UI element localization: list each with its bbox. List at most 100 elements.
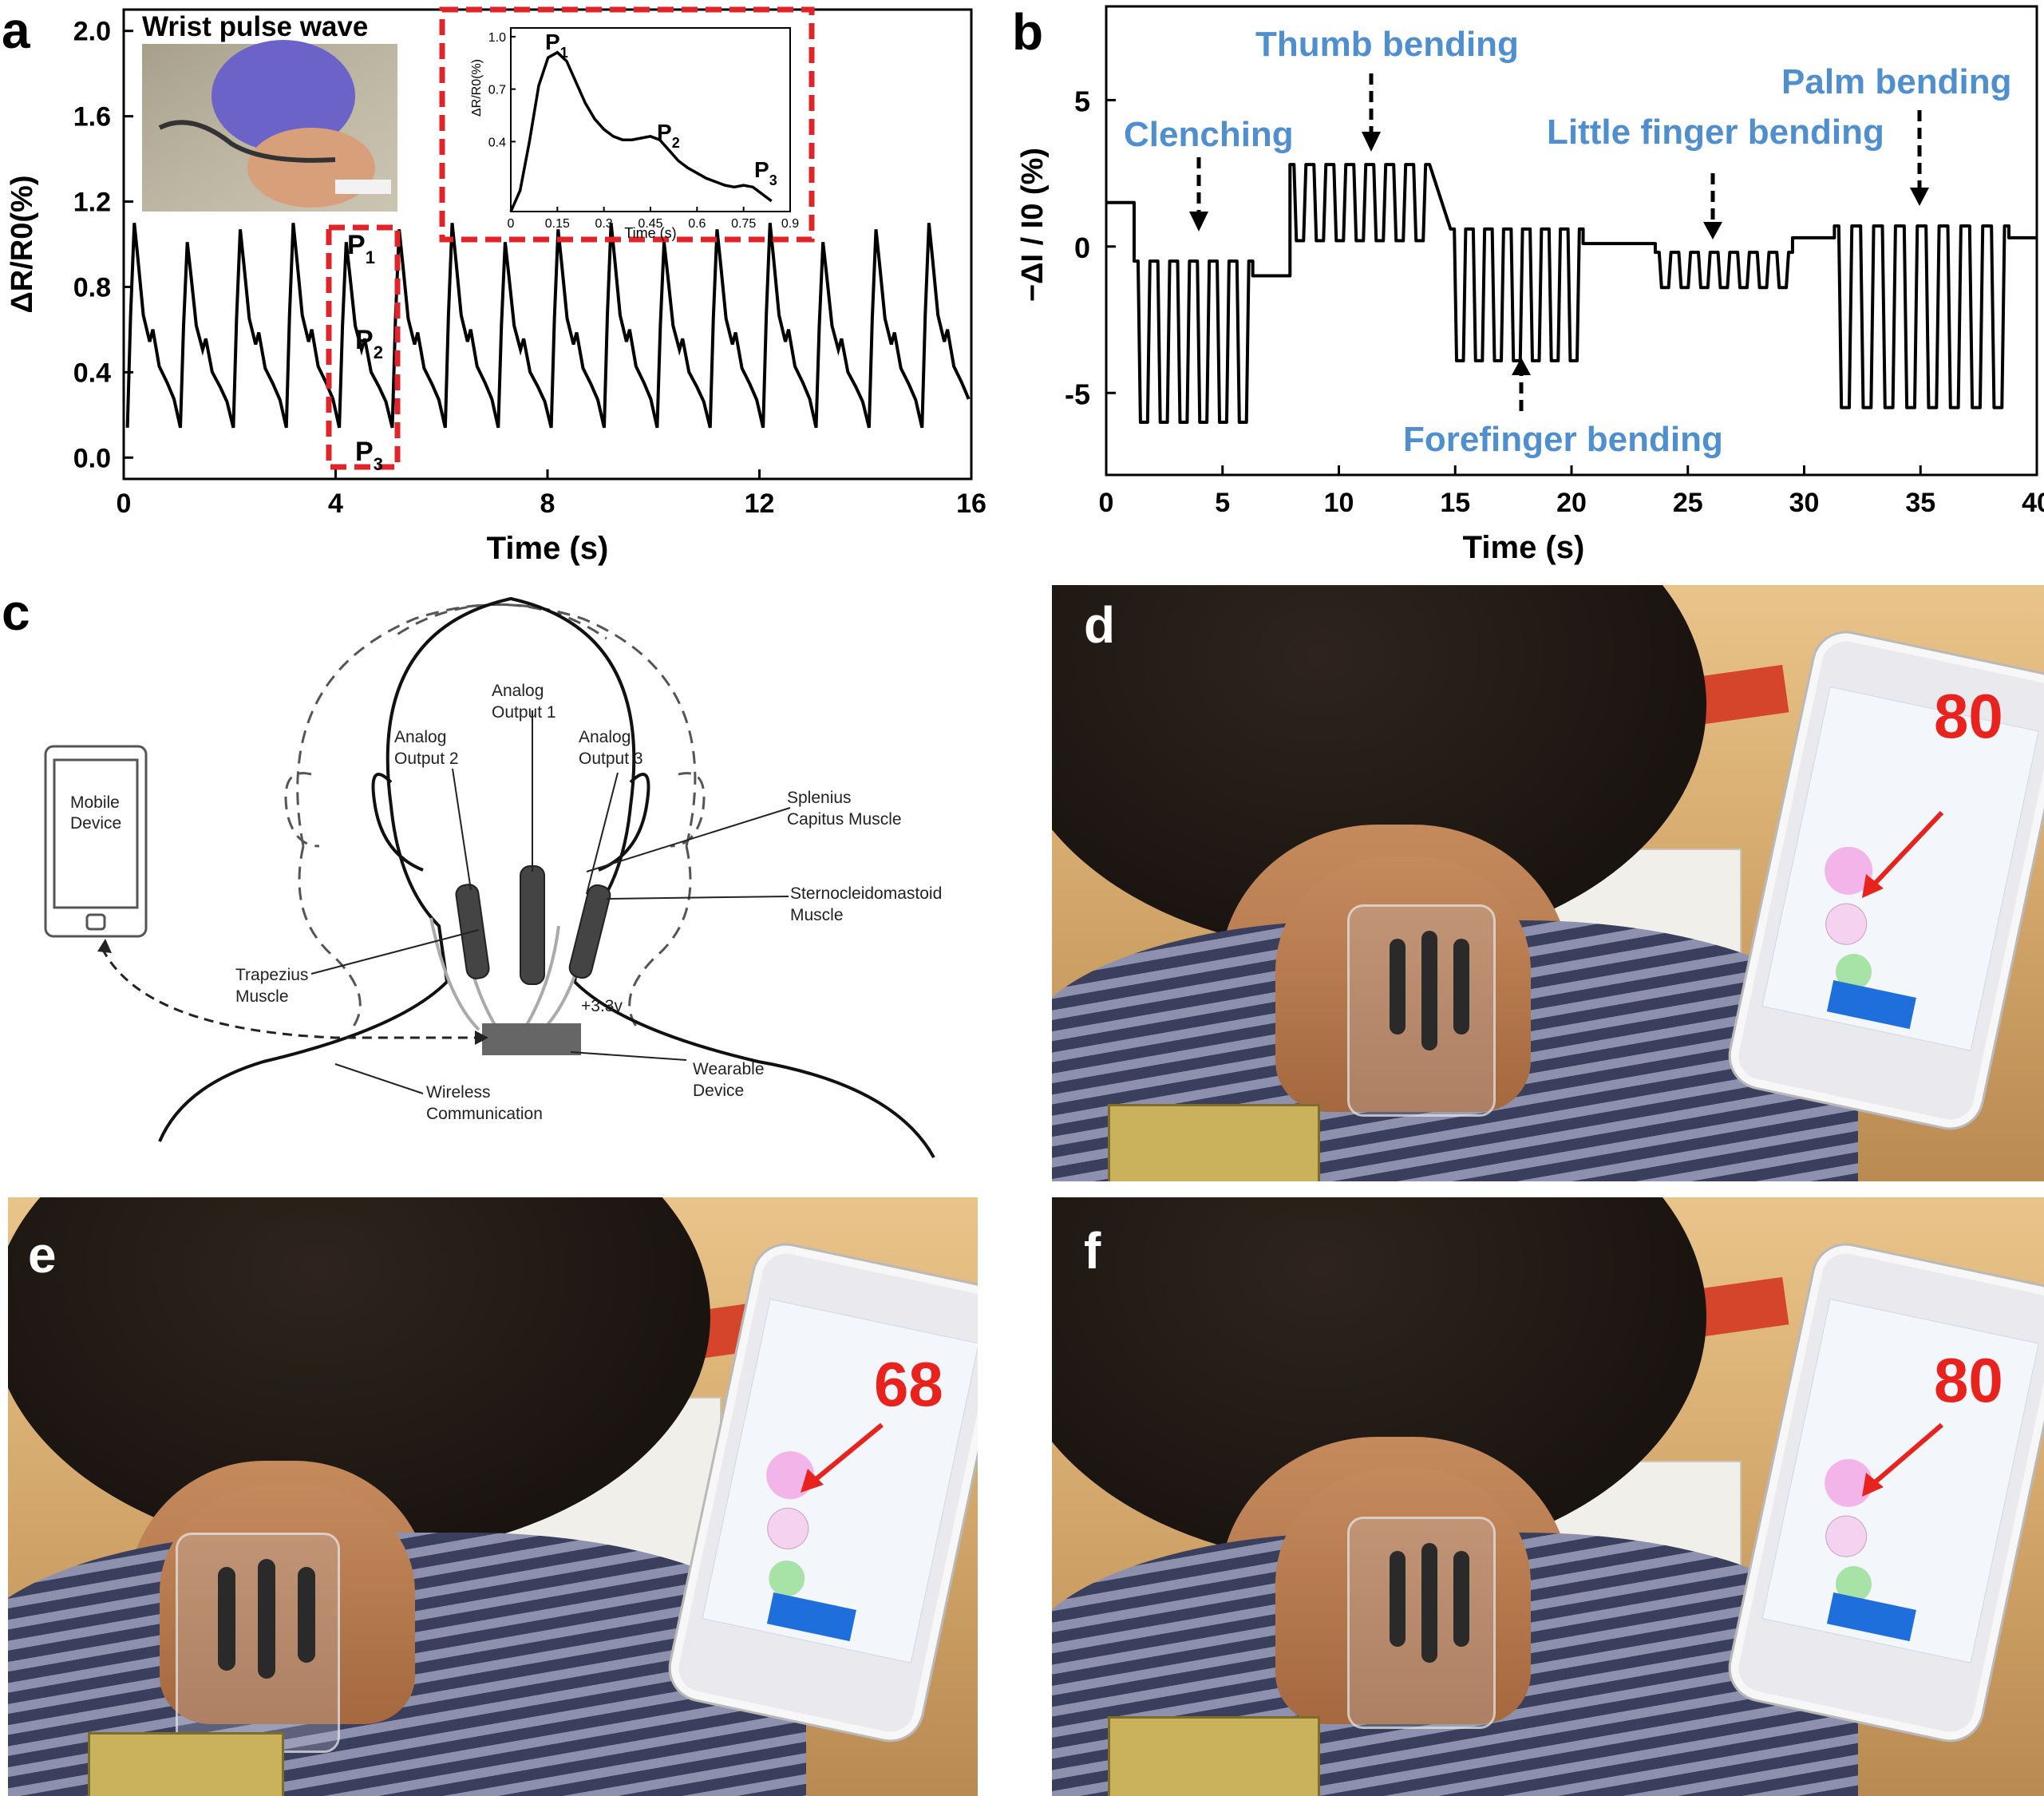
inset-x-axis-label: Time (s) (624, 225, 676, 241)
photo-f-number: 80 (1934, 1345, 2003, 1415)
x-tick-label: 12 (745, 489, 775, 519)
photo-e-number: 68 (874, 1349, 943, 1419)
y-tick-label: 2.0 (73, 17, 111, 47)
photo-f-arrow (1862, 1422, 1943, 1497)
annotation-little-finger: Little finger bending (1547, 113, 1884, 152)
inset-x-tick-label: 0 (508, 217, 515, 231)
highlight-box (326, 224, 401, 470)
label-line: Wireless (426, 1083, 491, 1102)
label-line: Capitus Muscle (787, 810, 902, 829)
annotation-arrows (1189, 73, 1929, 411)
label-line: Muscle (790, 906, 844, 924)
panel-a-title: Wrist pulse wave (142, 11, 368, 42)
label-line: Device (693, 1082, 744, 1100)
chart-a-line (125, 223, 971, 429)
x-tick-label: 40 (2022, 488, 2044, 518)
label-line: Splenius (787, 789, 852, 807)
y-axis-label: ΔR/R0(%) (6, 176, 39, 314)
photo-d-arrow (1862, 810, 1944, 898)
x-tick-label: 4 (328, 489, 343, 519)
mobile-device-icon (44, 745, 148, 938)
label-line: Wearable (693, 1060, 765, 1078)
x-tick-label: 35 (1905, 488, 1935, 518)
x-tick-label: 15 (1440, 488, 1470, 518)
annotation-clenching: Clenching (1124, 115, 1294, 154)
inset-x-tick-label: 0.15 (545, 217, 570, 231)
y-tick-label: 0.4 (73, 358, 111, 388)
x-tick-label: 0 (117, 489, 132, 519)
photo-e: e 68 (8, 1197, 978, 1796)
inset-highlight-box (439, 6, 815, 243)
label-line: Trapezius (235, 966, 308, 984)
label-line: Communication (426, 1105, 543, 1123)
y-tick-label: 0.0 (73, 443, 111, 473)
y-tick-label: 5 (1074, 85, 1090, 117)
label-line: Output 2 (394, 750, 459, 768)
inset-y-tick-label: 0.4 (488, 136, 506, 149)
inset-x-tick-label: 0.3 (595, 217, 613, 231)
panel-label-e: e (28, 1226, 57, 1284)
inset-peak-label-p3: P3 (754, 157, 777, 188)
inset-y-axis-label: ΔR/R0(%) (470, 59, 484, 117)
annotation-palm: Palm bending (1781, 62, 2011, 101)
inset-x-tick-label: 0.6 (688, 217, 706, 231)
peak-label-p3: P3 (355, 437, 383, 474)
photo-e-arrow (801, 1422, 884, 1493)
inset-y-tick-label: 1.0 (488, 31, 506, 45)
x-tick-label: 16 (956, 489, 986, 519)
label-line: Sternocleidomastoid (790, 884, 942, 903)
wrist-sensor-photo (142, 40, 397, 212)
x-tick-label: 25 (1673, 488, 1703, 518)
chart-b-line (1106, 163, 2037, 424)
panel-label-d: d (1084, 596, 1116, 654)
peak-label-p2: P2 (355, 325, 383, 362)
label-line: Analog (492, 682, 544, 700)
photo-f: f 80 (1052, 1197, 2044, 1796)
annotation-thumb: Thumb bending (1255, 25, 1519, 64)
peak-label-p1: P1 (347, 230, 375, 267)
photo-d-number: 80 (1934, 681, 2003, 751)
x-tick-label: 20 (1556, 488, 1587, 518)
x-tick-label: 0 (1099, 488, 1114, 518)
y-tick-label: 0 (1074, 231, 1090, 264)
x-axis-label: Time (s) (487, 531, 609, 566)
inset-peak-label-p2: P2 (657, 120, 680, 151)
chart-b-annotations: Clenching Thumb bending Little finger be… (1124, 25, 2011, 459)
y-tick-label: 1.6 (73, 102, 111, 133)
y-tick-label: 0.8 (73, 272, 111, 303)
inset-x-tick-label: 0.45 (638, 217, 662, 231)
label-line: Output 3 (579, 750, 643, 768)
panel-label-c: c (2, 584, 30, 641)
label-line: Device (70, 814, 121, 833)
panel-label-b: b (1012, 3, 1044, 61)
inset-series-line (509, 50, 773, 212)
label-line: Muscle (235, 987, 289, 1006)
label-line: Analog (579, 728, 631, 746)
x-axis-label: Time (s) (1463, 530, 1585, 565)
x-tick-label: 30 (1789, 488, 1820, 518)
label-line: Mobile (70, 793, 120, 812)
inset-x-tick-label: 0.75 (731, 217, 756, 231)
y-tick-label: 1.2 (73, 188, 111, 218)
annotation-forefinger: Forefinger bending (1403, 420, 1723, 459)
label-line: Analog (394, 728, 446, 746)
x-tick-label: 5 (1215, 488, 1230, 518)
panel-label-a: a (2, 2, 30, 59)
wearable-device-box (482, 1023, 581, 1055)
label-line: Output 1 (492, 703, 556, 722)
y-axis-label: −ΔI / I0 (%) (1016, 148, 1050, 302)
